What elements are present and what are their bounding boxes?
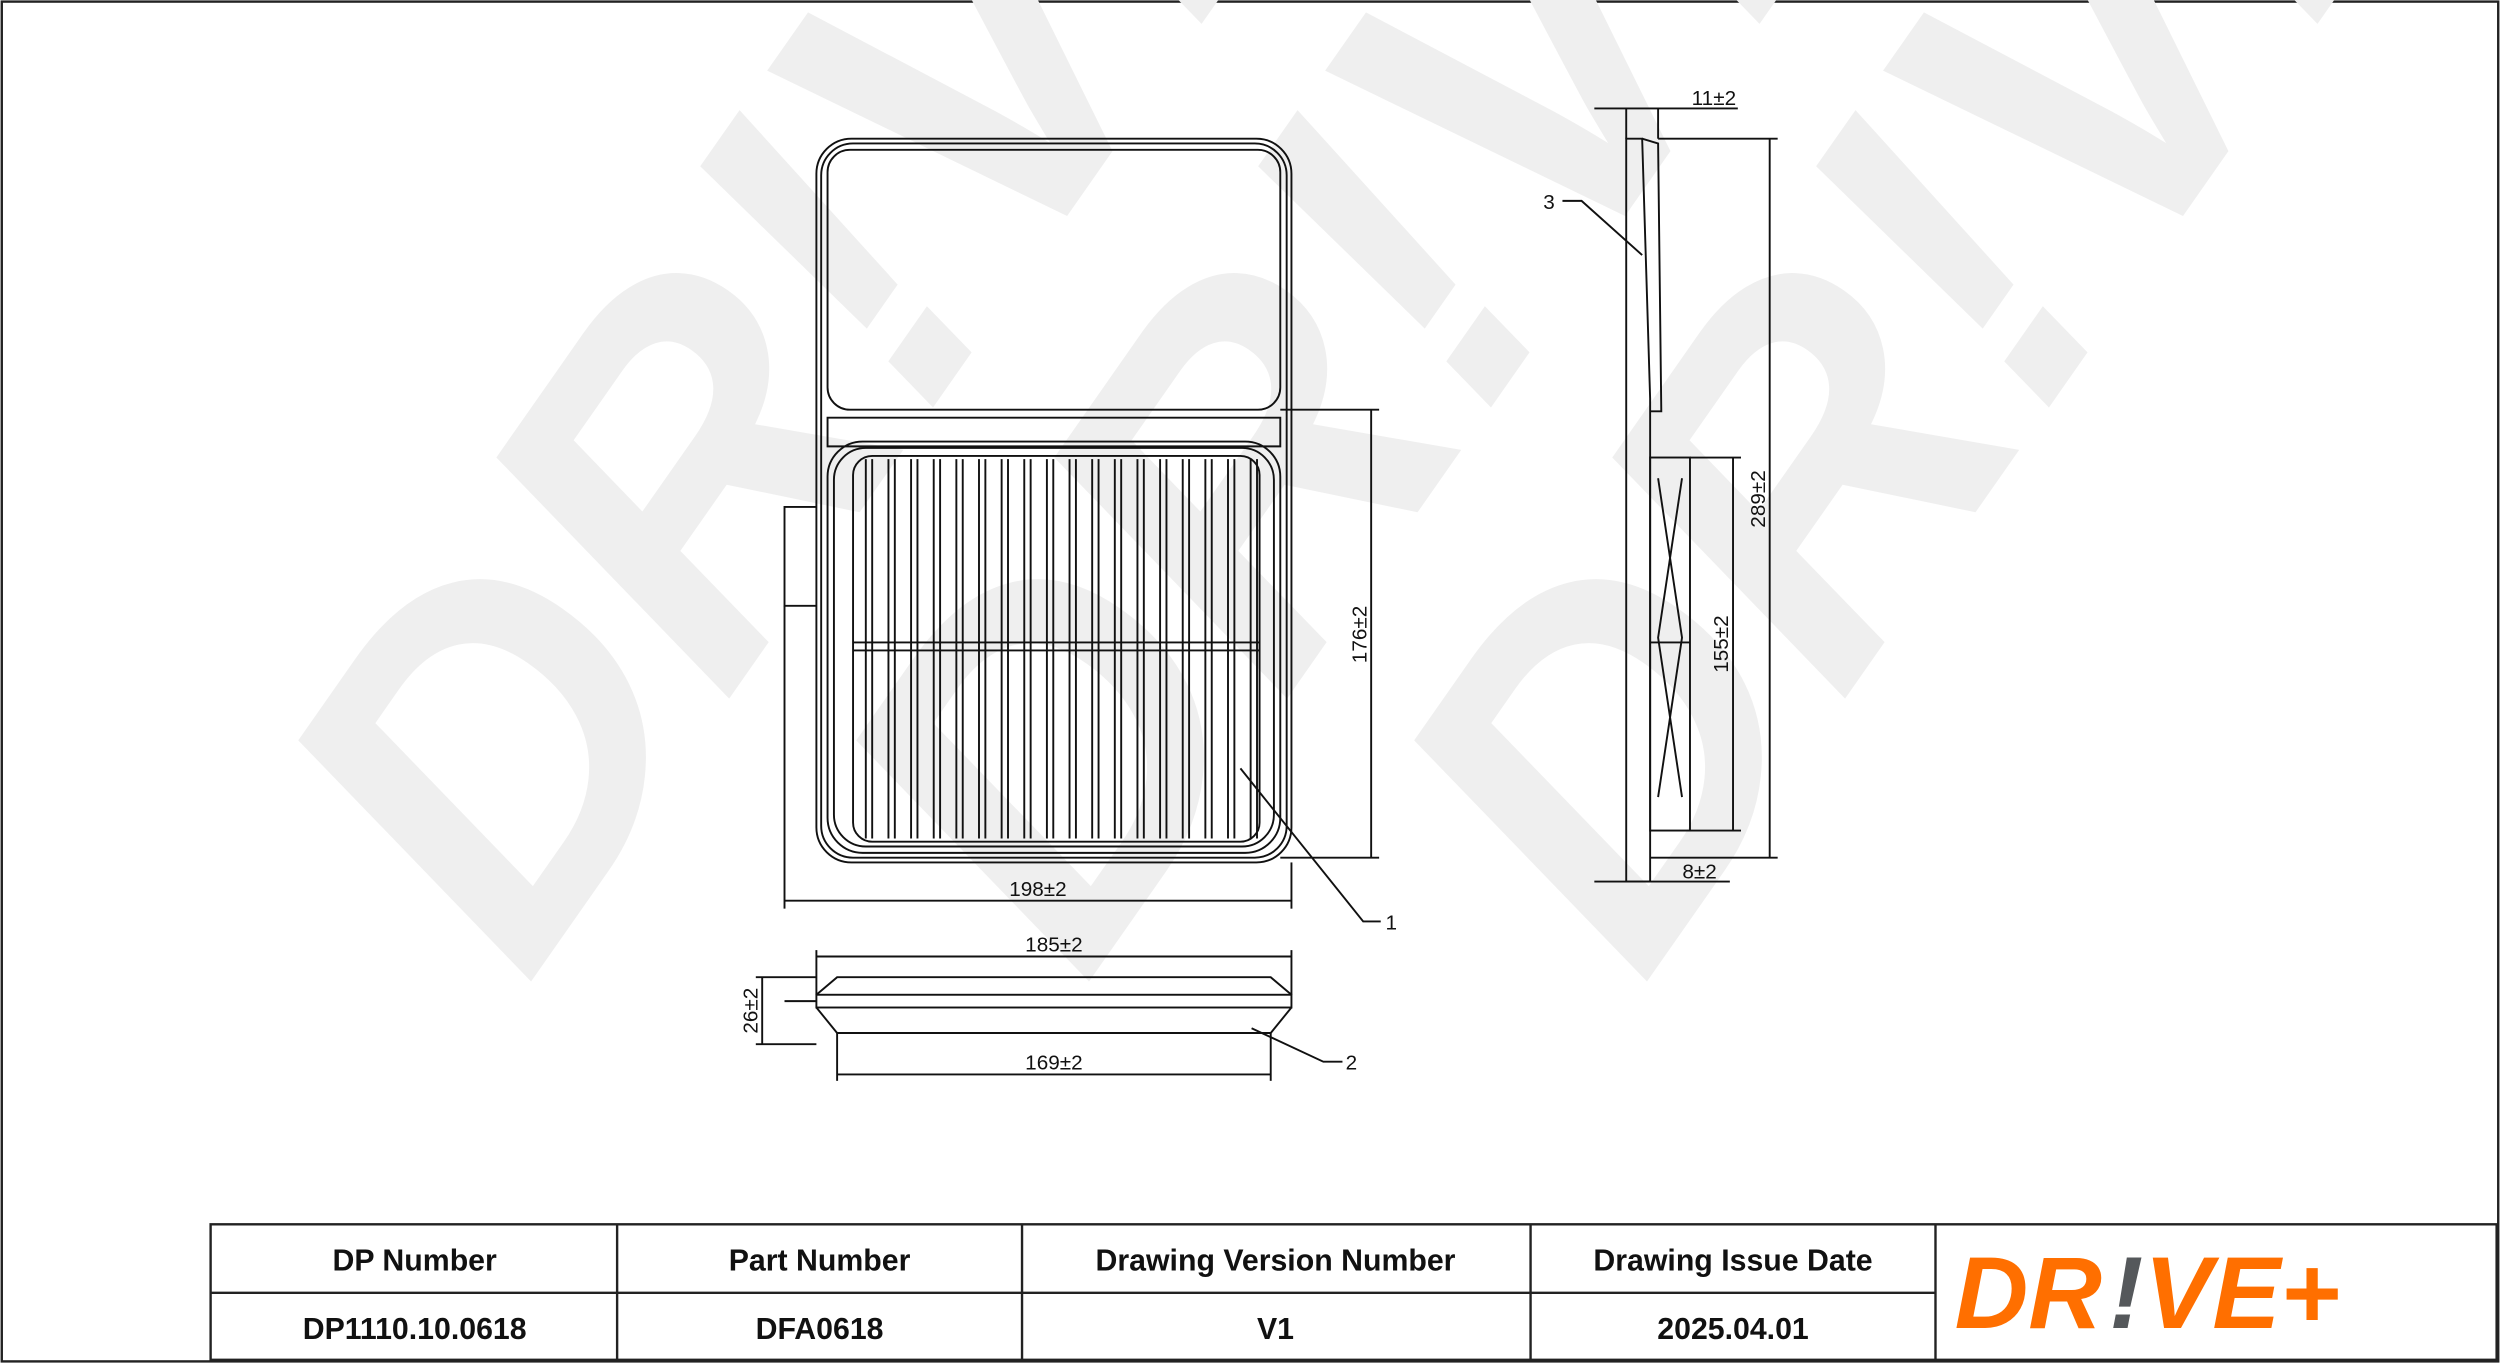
svg-text:155±2: 155±2 <box>1710 615 1733 672</box>
svg-text:176±2: 176±2 <box>1348 606 1371 663</box>
callout-1: 1 <box>1386 911 1398 934</box>
filter-pleats <box>864 459 1258 839</box>
svg-text:8±2: 8±2 <box>1682 860 1716 883</box>
title-block: DP Number Part Number Drawing Version Nu… <box>209 1223 2498 1362</box>
front-view <box>783 137 1293 864</box>
header-dp-number: DP Number <box>333 1245 497 1278</box>
value-part-number: DFA0618 <box>756 1313 884 1346</box>
value-version: V1 <box>1257 1313 1294 1346</box>
svg-text:26±2: 26±2 <box>739 988 762 1034</box>
dimension-labels: 198±2 176±2 185±2 169±2 26±2 11±2 289±2 … <box>739 87 1770 1074</box>
svg-text:VE+: VE+ <box>2144 1236 2340 1350</box>
svg-text:!: ! <box>2109 1236 2143 1350</box>
callout-2: 2 <box>1346 1052 1358 1075</box>
header-part-number: Part Number <box>729 1245 911 1278</box>
drive-logo: DR ! VE+ <box>1955 1236 2340 1350</box>
dimension-lines <box>755 107 1778 1081</box>
svg-text:11±2: 11±2 <box>1692 87 1736 110</box>
svg-text:198±2: 198±2 <box>1009 878 1066 901</box>
svg-text:185±2: 185±2 <box>1025 934 1082 957</box>
callout-3: 3 <box>1543 191 1555 214</box>
svg-text:DR: DR <box>1955 1236 2102 1350</box>
svg-text:169±2: 169±2 <box>1025 1052 1082 1075</box>
watermark: DR!VE+ DR!VE+ DR!VE+ <box>172 0 2500 1047</box>
header-issue-date: Drawing Issue Date <box>1593 1245 1872 1278</box>
value-dp-number: DP1110.10.0618 <box>303 1313 527 1346</box>
header-version: Drawing Version Number <box>1096 1245 1456 1278</box>
value-issue-date: 2025.04.01 <box>1657 1313 1808 1346</box>
svg-text:289±2: 289±2 <box>1747 470 1770 527</box>
